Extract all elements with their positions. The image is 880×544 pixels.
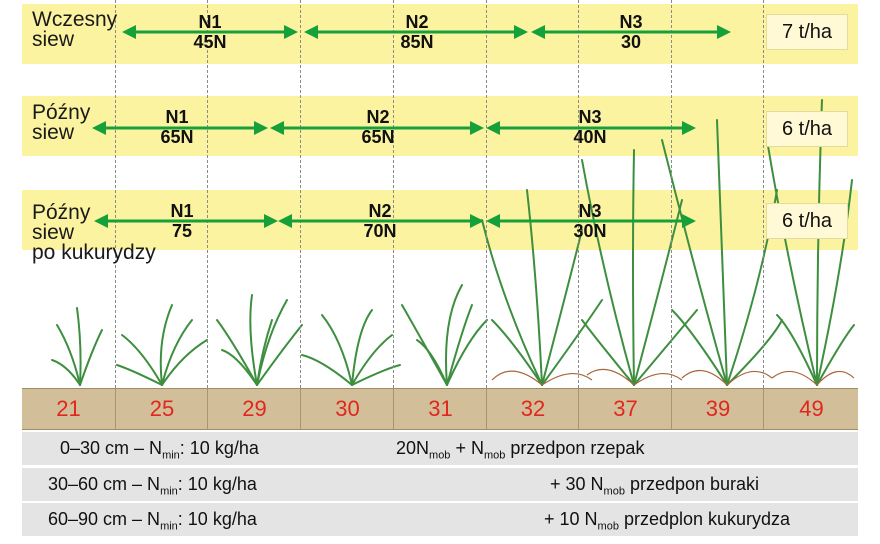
stage-cell: 37 bbox=[578, 389, 672, 429]
stage-divider bbox=[578, 0, 579, 388]
soil-depth-label: 0–30 cm – Nmin: 10 kg/ha bbox=[60, 438, 259, 462]
soil-row-0-30: 0–30 cm – Nmin: 10 kg/ha 20Nmob + Nmob p… bbox=[22, 432, 858, 465]
row-label-line2: siew bbox=[32, 221, 75, 244]
yield-badge: 7 t/ha bbox=[766, 14, 848, 50]
soil-note: 20Nmob + Nmob przedpon rzepak bbox=[396, 438, 645, 462]
soil-row-separator bbox=[22, 502, 858, 503]
n1-arrow bbox=[122, 25, 298, 39]
n2-arrow bbox=[270, 121, 484, 135]
soil-depth-label: 60–90 cm – Nmin: 10 kg/ha bbox=[48, 509, 257, 533]
stage-cell: 29 bbox=[207, 389, 301, 429]
row-label-line1: Późny bbox=[32, 101, 91, 124]
stage-cell: 30 bbox=[300, 389, 394, 429]
n1-arrow bbox=[94, 214, 278, 228]
stage-cell: 21 bbox=[56, 396, 81, 421]
n3-arrow bbox=[531, 25, 731, 39]
stage-divider bbox=[393, 0, 394, 388]
row-label-late-after-maize: Późny siew po kukurydzy bbox=[32, 201, 156, 264]
soil-note: + 30 Nmob przedpon buraki bbox=[550, 474, 760, 498]
stage-cell: 49 bbox=[763, 389, 859, 429]
n3-arrow bbox=[486, 121, 696, 135]
n3-arrow bbox=[486, 214, 696, 228]
soil-note: + 10 Nmob przedplon kukurydza bbox=[544, 509, 791, 533]
row-label-line3: po kukurydzy bbox=[32, 241, 156, 264]
stage-divider bbox=[671, 0, 672, 388]
stage-cell: 25 bbox=[115, 389, 208, 429]
stage-divider bbox=[300, 0, 301, 388]
soil-row-30-60: 30–60 cm – Nmin: 10 kg/ha + 30 Nmob prze… bbox=[22, 468, 858, 501]
soil-depth-label: 30–60 cm – Nmin: 10 kg/ha bbox=[48, 474, 257, 498]
stage-divider bbox=[115, 0, 116, 388]
n2-arrow bbox=[304, 25, 528, 39]
stage-divider bbox=[763, 0, 764, 388]
soil-row-60-90: 60–90 cm – Nmin: 10 kg/ha + 10 Nmob prze… bbox=[22, 503, 858, 536]
n1-arrow bbox=[92, 121, 268, 135]
row-label-line2: siew bbox=[32, 28, 75, 51]
row-label-line1: Wczesny bbox=[32, 8, 118, 31]
n2-arrow bbox=[278, 214, 484, 228]
soil-row-separator bbox=[22, 467, 858, 468]
stage-divider bbox=[486, 0, 487, 388]
yield-badge: 6 t/ha bbox=[766, 111, 848, 147]
stage-divider bbox=[207, 0, 208, 388]
stage-cell: 31 bbox=[393, 389, 487, 429]
row-label-late: Późny siew bbox=[32, 101, 91, 144]
row-label-line2: siew bbox=[32, 121, 75, 144]
yield-badge: 6 t/ha bbox=[766, 203, 848, 239]
row-label-early: Wczesny siew bbox=[32, 8, 118, 51]
stage-cell: 39 bbox=[671, 389, 764, 429]
stage-cell: 32 bbox=[486, 389, 579, 429]
row-label-line1: Późny bbox=[32, 201, 91, 224]
growth-stage-scale: 21 25 29 30 31 32 37 39 49 bbox=[22, 388, 858, 430]
